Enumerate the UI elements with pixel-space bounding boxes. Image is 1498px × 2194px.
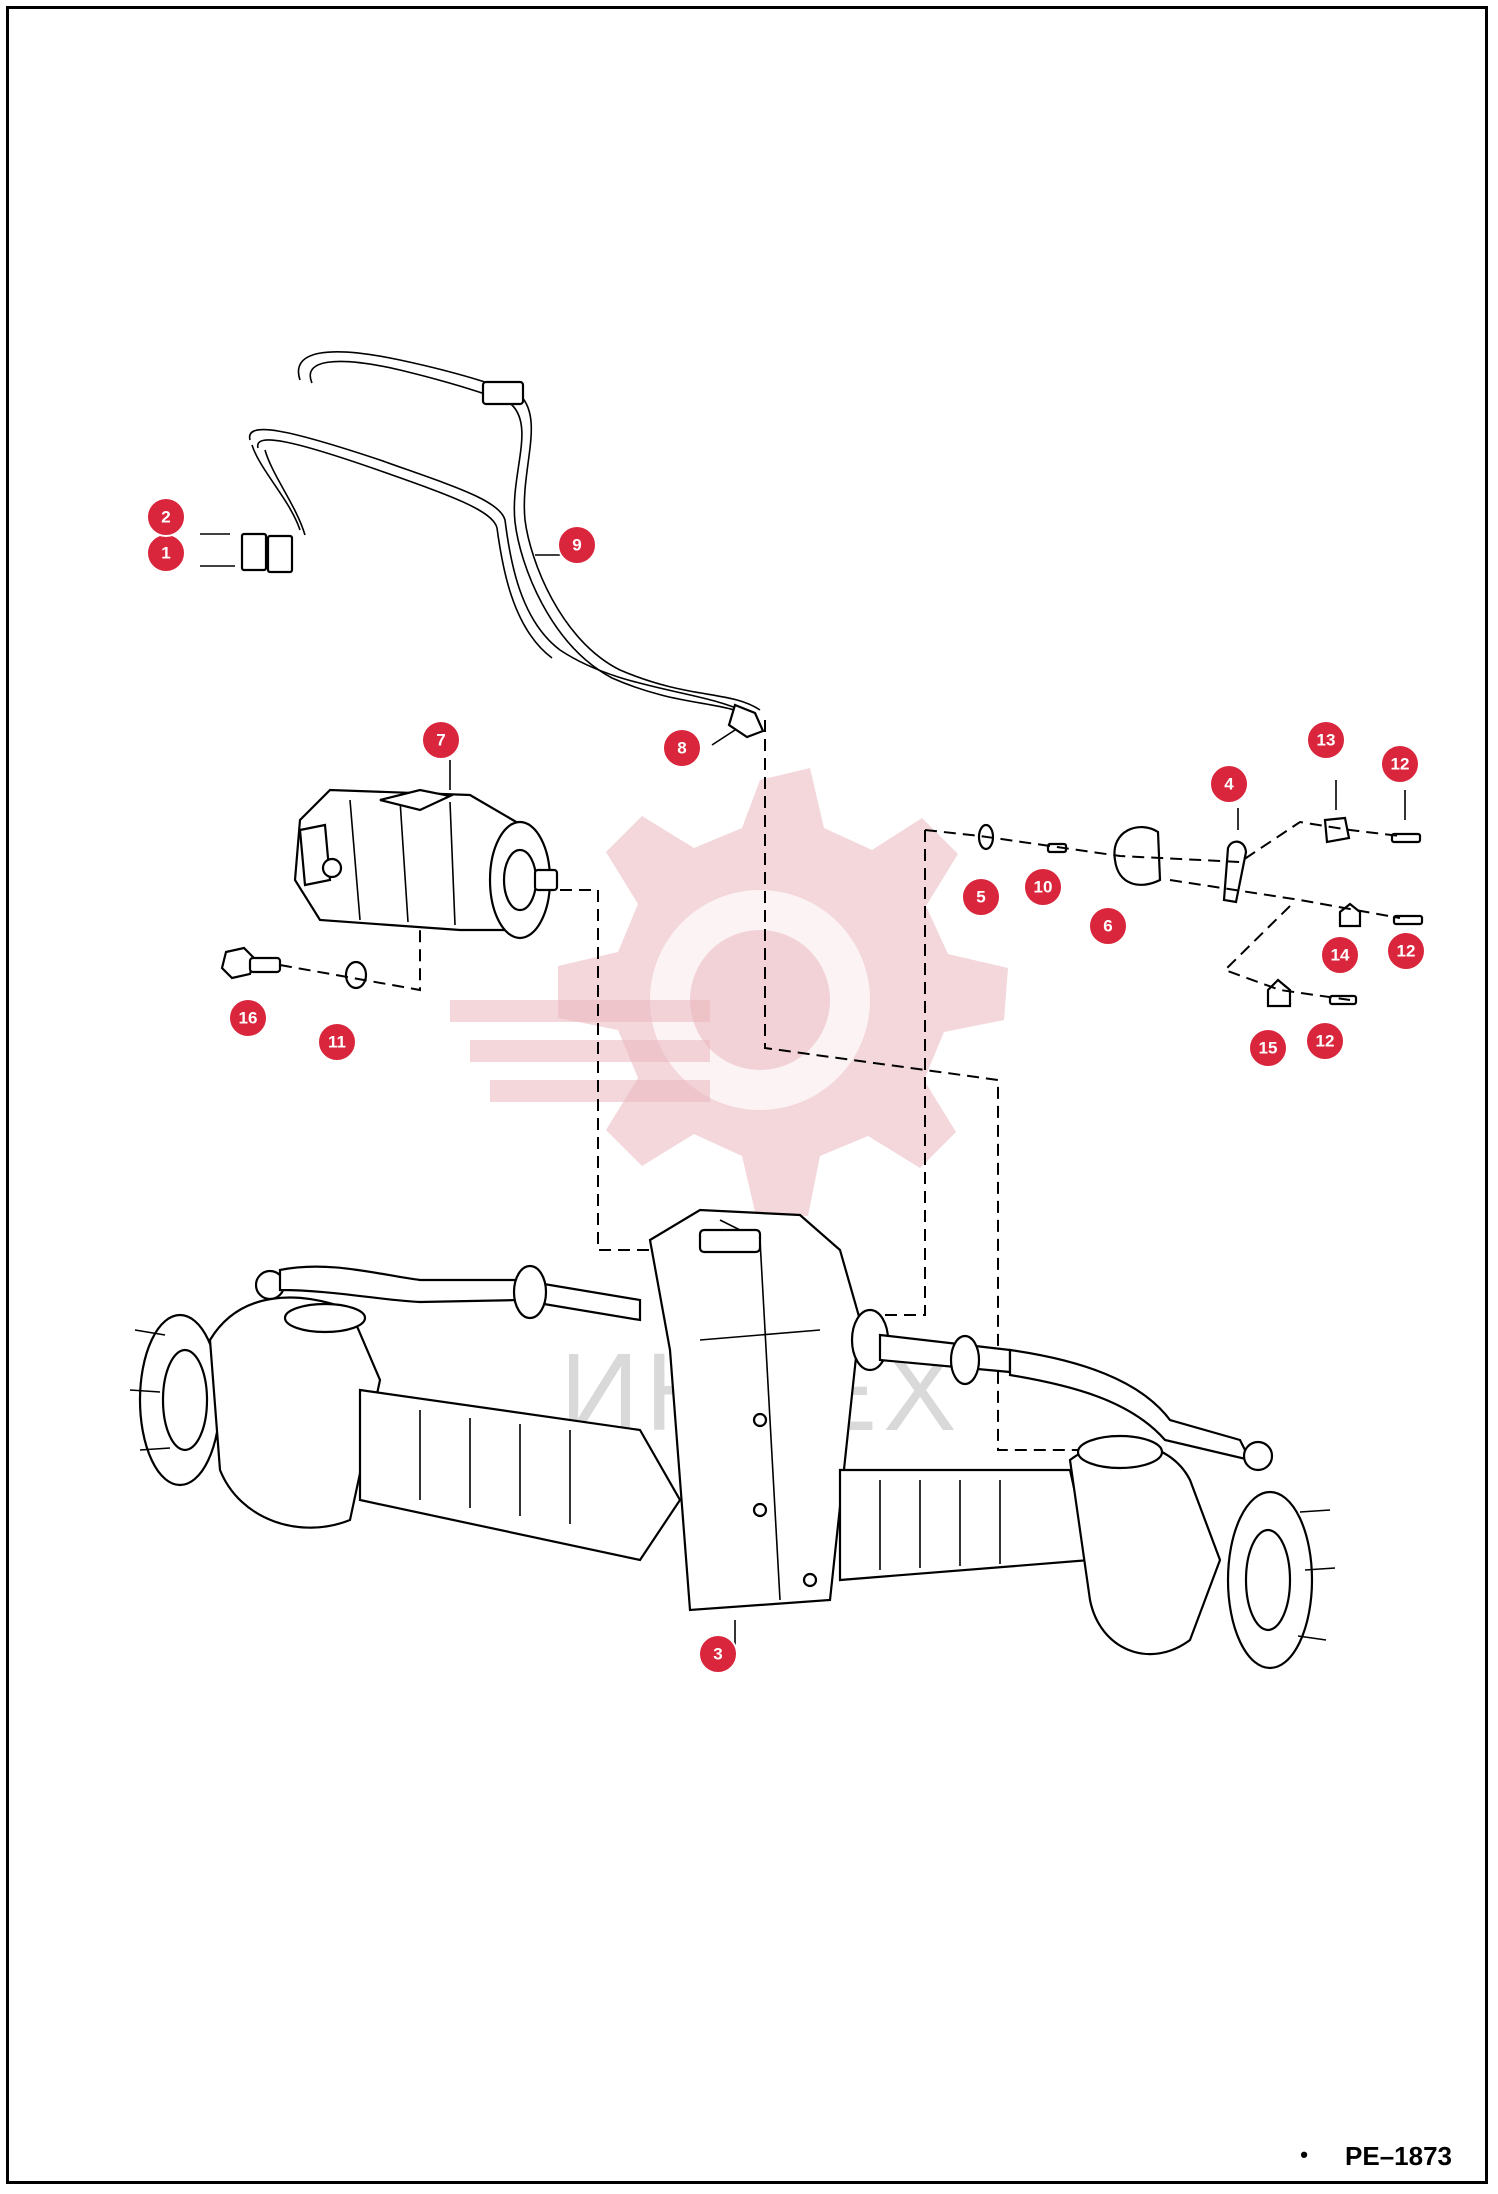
callout-marker — [698, 1634, 738, 1674]
callout-label: 10 — [1034, 878, 1053, 897]
sensor-assembly — [924, 780, 1424, 1008]
callout-label: 4 — [1224, 775, 1234, 794]
callout-marker — [1320, 935, 1360, 975]
callout-label: 12 — [1391, 755, 1410, 774]
callout-12b[interactable]: 12 — [1386, 931, 1426, 971]
callout-marker — [1088, 906, 1128, 946]
page-border — [6, 6, 1488, 2184]
callout-marker — [1306, 720, 1346, 760]
callout-label: 12 — [1316, 1032, 1335, 1051]
callout-marker — [1248, 1028, 1288, 1068]
callout-label: 3 — [713, 1645, 722, 1664]
callout-4[interactable]: 4 — [1209, 764, 1249, 804]
callout-marker — [662, 728, 702, 768]
bullet-dot: • — [1300, 2142, 1308, 2167]
callout-marker — [421, 720, 461, 760]
callout-5[interactable]: 5 — [961, 877, 1001, 917]
callout-marker — [961, 877, 1001, 917]
callout-9[interactable]: 9 — [557, 525, 597, 565]
callout-marker — [1023, 867, 1063, 907]
callout-6[interactable]: 6 — [1088, 906, 1128, 946]
watermark-logo — [450, 768, 1008, 1216]
callout-label: 6 — [1103, 917, 1112, 936]
callout-11[interactable]: 11 — [317, 1022, 357, 1062]
axle-assembly — [129, 1208, 1336, 1670]
callout-13[interactable]: 13 — [1306, 720, 1346, 760]
callout-label: 9 — [572, 536, 581, 555]
callout-1[interactable]: 1 — [146, 533, 186, 573]
callout-8[interactable]: 8 — [662, 728, 702, 768]
callout-2[interactable]: 2 — [146, 497, 186, 537]
callout-marker — [1380, 744, 1420, 784]
callout-12c[interactable]: 12 — [1305, 1021, 1345, 1061]
callout-16[interactable]: 16 — [228, 998, 268, 1038]
callout-15[interactable]: 15 — [1248, 1028, 1288, 1068]
wiring-harness — [200, 351, 765, 746]
callout-marker — [557, 525, 597, 565]
callout-label: 5 — [976, 888, 985, 907]
callout-12a[interactable]: 12 — [1380, 744, 1420, 784]
callout-label: 15 — [1259, 1039, 1278, 1058]
figure-code: PE–1873 — [1345, 2141, 1452, 2171]
callout-10[interactable]: 10 — [1023, 867, 1063, 907]
callout-label: 11 — [328, 1033, 346, 1052]
callout-7[interactable]: 7 — [421, 720, 461, 760]
callout-marker — [1209, 764, 1249, 804]
callout-marker — [1305, 1021, 1345, 1061]
callout-label: 8 — [677, 739, 686, 758]
callout-label: 16 — [239, 1009, 258, 1028]
callout-label: 13 — [1317, 731, 1336, 750]
callout-label: 14 — [1331, 946, 1350, 965]
callout-label: 1 — [161, 544, 170, 563]
callout-14[interactable]: 14 — [1320, 935, 1360, 975]
callout-3[interactable]: 3 — [698, 1634, 738, 1674]
callout-label: 2 — [161, 508, 170, 527]
callout-marker — [228, 998, 268, 1038]
callout-marker — [317, 1022, 357, 1062]
callout-marker — [1386, 931, 1426, 971]
callout-label: 7 — [436, 731, 445, 750]
callout-label: 12 — [1397, 942, 1416, 961]
drive-motor — [293, 760, 559, 940]
bolt-and-washer — [220, 928, 421, 992]
callout-marker — [146, 497, 186, 537]
